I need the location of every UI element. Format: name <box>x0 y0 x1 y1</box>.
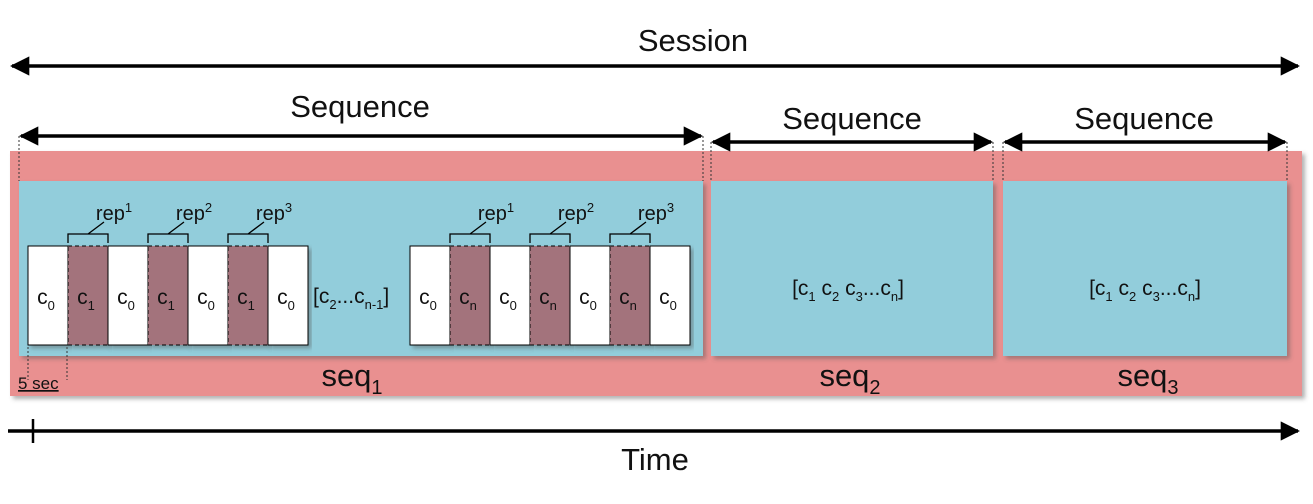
seq-label-2: seq2 <box>819 358 880 399</box>
seq1-right-cell-label-2: cn <box>459 286 477 313</box>
seq1-left-cell-1 <box>27 245 69 346</box>
rep-label-left-2: rep2 <box>176 200 212 225</box>
seq1-right-cell-5 <box>569 245 611 346</box>
time-label: Time <box>621 442 689 477</box>
seq1-left-cell-5 <box>187 245 229 346</box>
seq1-right-cell-2 <box>449 245 491 346</box>
rep-bracket-right-3 <box>609 221 651 243</box>
duration-label: 5 sec <box>18 374 59 393</box>
sequence-label-3: Sequence <box>1074 101 1214 136</box>
seq1-left-cell-label-1: c0 <box>37 286 55 313</box>
seq1-left-cell-7 <box>267 245 309 346</box>
seq1-left-cell-label-2: c1 <box>77 286 95 313</box>
seq1-right-cell-label-3: c0 <box>499 286 517 313</box>
rep-label-right-3: rep3 <box>638 200 674 225</box>
sequence-block-3 <box>1003 181 1287 356</box>
sequence-label-1: Sequence <box>290 89 430 124</box>
seq1-right-cell-label-7: c0 <box>659 286 677 313</box>
seq1-right-cell-4 <box>529 245 571 346</box>
seq2-content-list: [c1 c2 c3...cn] <box>792 277 904 304</box>
seq1-left-cell-2 <box>67 245 109 346</box>
seq1-right-cell-label-5: c0 <box>579 286 597 313</box>
seq1-left-cell-3 <box>107 245 149 346</box>
rep-label-left-3: rep3 <box>256 200 292 225</box>
seq1-left-cell-label-5: c0 <box>197 286 215 313</box>
seq1-left-cell-label-6: c1 <box>237 286 255 313</box>
sequence-label-2: Sequence <box>782 101 922 136</box>
seq1-right-cell-6 <box>609 245 651 346</box>
sequence-boundary-guides <box>18 136 1288 380</box>
seq3-content-list: [c1 c2 c3...cn] <box>1089 277 1201 304</box>
seq1-left-cell-4 <box>147 245 189 346</box>
rep-bracket-left-3 <box>227 221 269 243</box>
seq1-left-cell-6 <box>227 245 269 346</box>
seq1-left-cell-label-4: c1 <box>157 286 175 313</box>
rep-label-left-1: rep1 <box>96 200 132 225</box>
rep-bracket-group: rep1 rep2 rep3 rep1 rep2 rep3 <box>67 200 674 243</box>
seq1-middle-range: [c2...cn-1] <box>313 285 389 312</box>
seq1-right-cell-3 <box>489 245 531 346</box>
rep-bracket-left-2 <box>147 221 189 243</box>
seq1-right-cell-label-6: cn <box>619 286 637 313</box>
rep-bracket-left-1 <box>67 221 109 243</box>
rep-label-right-2: rep2 <box>558 200 594 225</box>
session-label: Session <box>638 23 748 58</box>
seq1-left-cell-label-7: c0 <box>277 286 295 313</box>
rep-bracket-right-1 <box>449 221 491 243</box>
seq1-right-cell-1 <box>409 245 451 346</box>
rep-bracket-right-2 <box>529 221 571 243</box>
seq1-cell-group-left: c0 c1 c0 c1 c0 c1 c0 <box>27 245 309 346</box>
seq1-right-cell-7 <box>649 245 691 346</box>
sequence-block-2 <box>711 181 993 356</box>
rep-label-right-1: rep1 <box>478 200 514 225</box>
seq1-cell-group-right: c0 cn c0 cn c0 cn c0 <box>409 245 691 346</box>
seq1-right-cell-label-4: cn <box>539 286 557 313</box>
seq1-left-cell-label-3: c0 <box>117 286 135 313</box>
seq-label-1: seq1 <box>321 358 382 399</box>
seq1-right-cell-label-1: c0 <box>419 286 437 313</box>
seq-label-3: seq3 <box>1117 358 1178 399</box>
